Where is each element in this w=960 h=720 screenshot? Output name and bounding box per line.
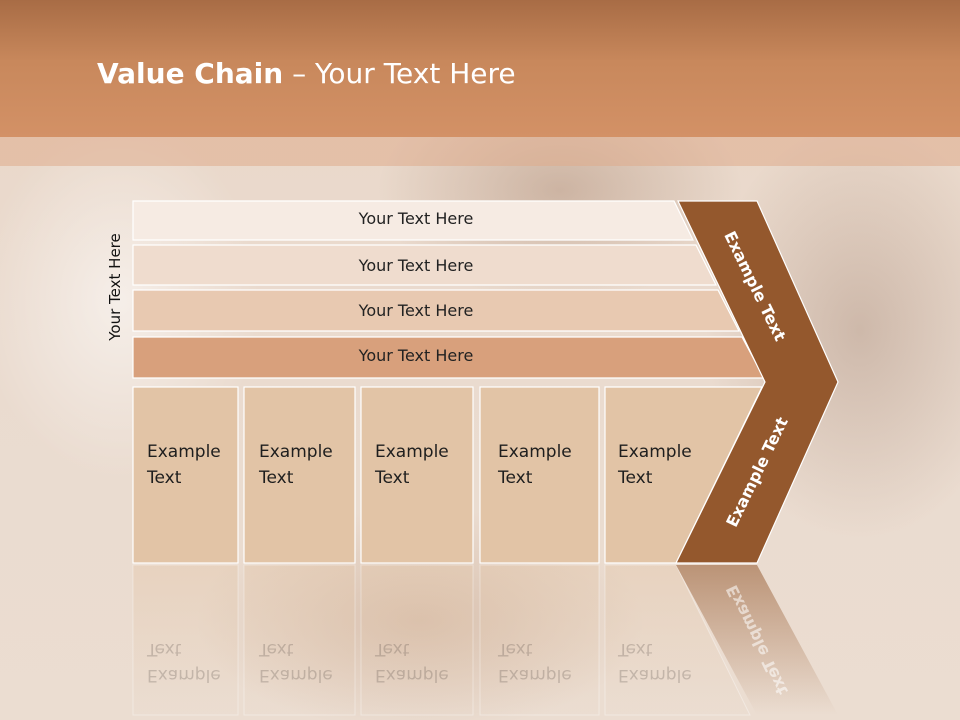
column-label-line1: Example (147, 442, 221, 462)
column-4 (479, 386, 600, 564)
bar-label-1: Your Text Here (358, 209, 474, 228)
column-3 (360, 386, 474, 564)
title-bold: Value Chain (97, 57, 284, 90)
chevron-arrow (675, 200, 839, 564)
column-label-line2: Text (147, 468, 182, 488)
arrow-reflection (676, 565, 838, 715)
bar-label-3: Your Text Here (358, 301, 474, 320)
bar-label-2: Your Text Here (358, 256, 474, 275)
column-label-line2: Text (259, 468, 294, 488)
column-reflection (243, 564, 356, 716)
title-rest: – Your Text Here (283, 57, 516, 90)
bar-2 (132, 244, 717, 286)
header-band (0, 137, 960, 166)
bar-1 (132, 200, 694, 241)
slide-title: Value Chain – Your Text Here (97, 52, 516, 96)
bar-3 (132, 289, 740, 332)
column-label-line1: Example (498, 442, 572, 462)
column-label-line2: Text (375, 468, 410, 488)
column-reflection (360, 564, 474, 716)
bar-label-4: Your Text Here (358, 346, 474, 365)
side-label-text: Your Text Here (106, 233, 124, 341)
column-reflection (132, 564, 239, 716)
column-label-line1: Example (375, 442, 449, 462)
header-bar (0, 0, 960, 137)
column-label-line1: Example (259, 442, 333, 462)
column-label-line2: Text (618, 468, 653, 488)
column-reflection (604, 564, 751, 716)
column-reflection (479, 564, 600, 716)
column-label-line2: Text (498, 468, 533, 488)
column-2 (243, 386, 356, 564)
column-label-line1: Example (618, 442, 692, 462)
column-1 (132, 386, 239, 564)
